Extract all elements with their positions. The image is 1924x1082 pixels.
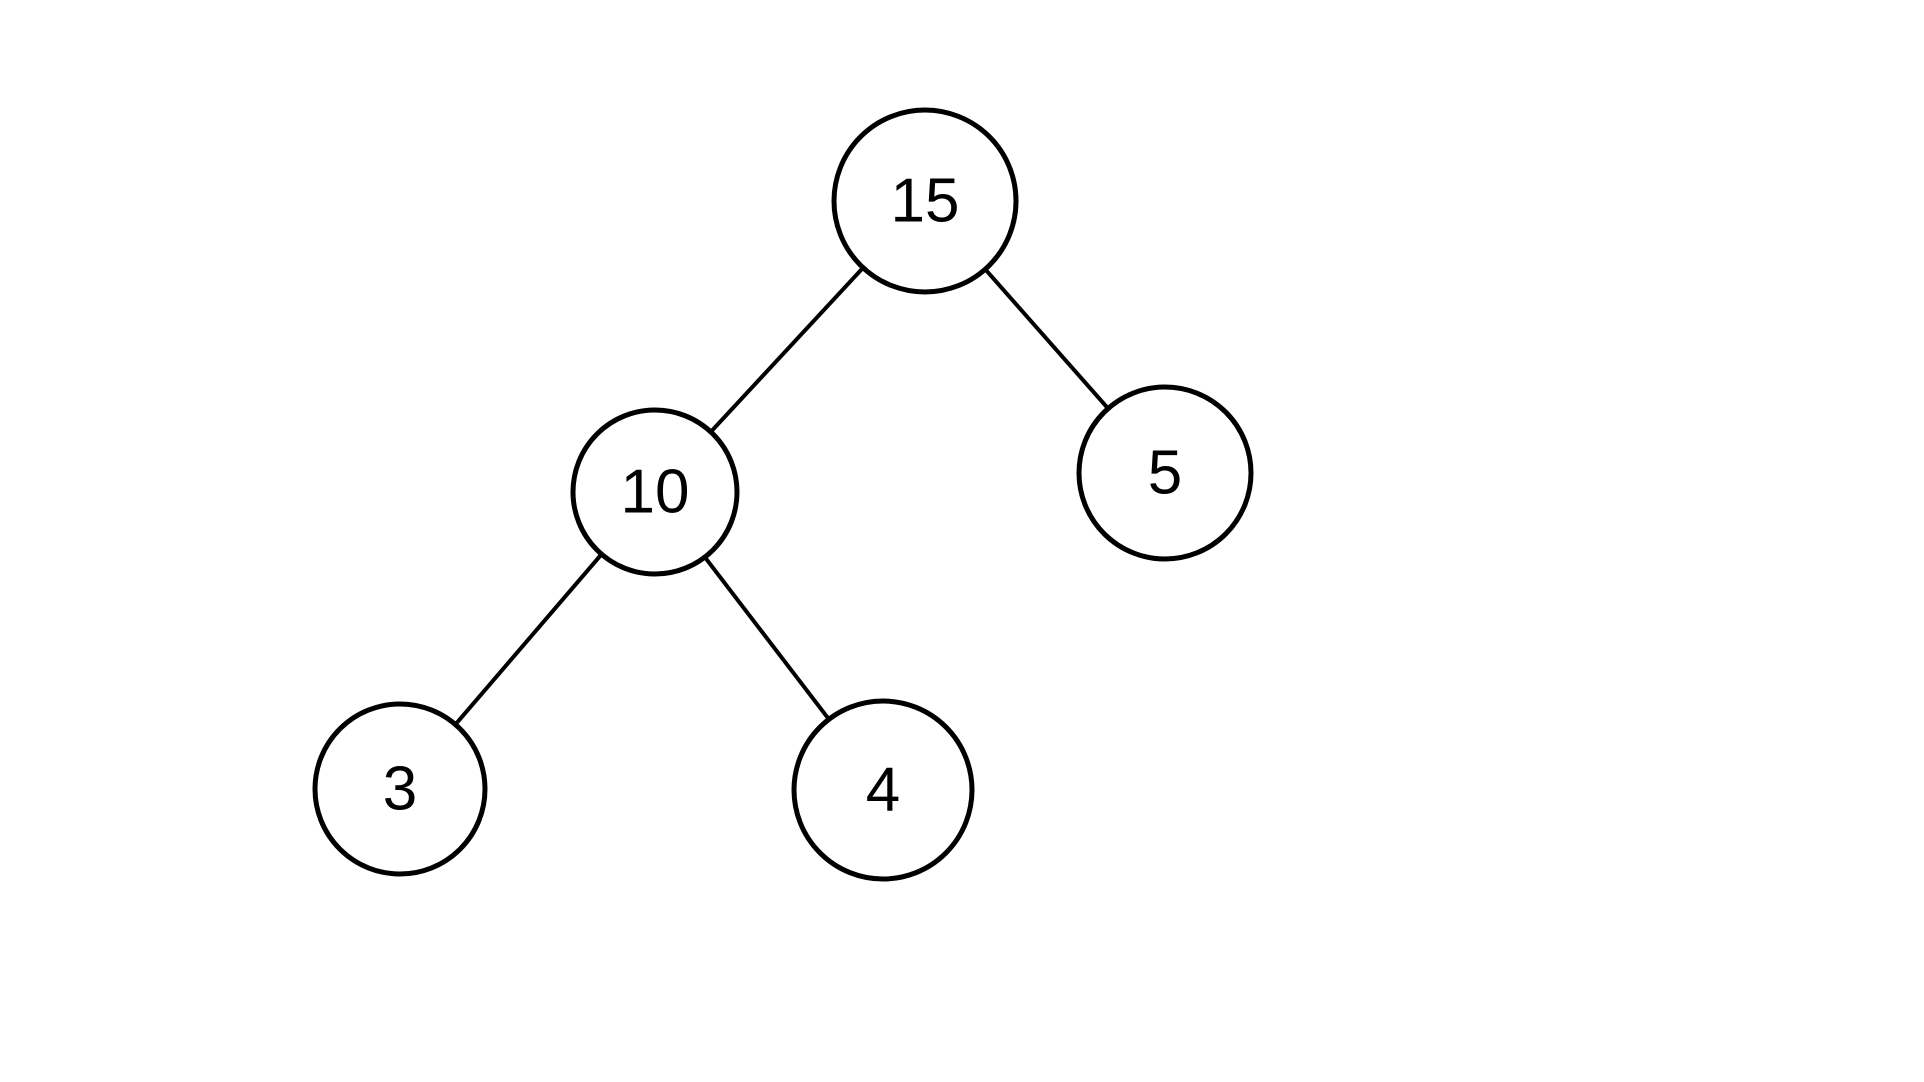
tree-node-5: 5 [1076,384,1254,562]
node-label: 4 [866,756,900,825]
tree-node-4: 4 [791,698,975,882]
node-label: 15 [891,167,960,236]
node-circle [791,698,975,882]
tree-node-3: 3 [312,701,488,877]
node-label: 5 [1148,439,1182,508]
node-label: 10 [621,458,690,527]
node-circle [831,107,1019,295]
node-label: 3 [383,755,417,824]
tree-node-15: 15 [831,107,1019,295]
node-circle [1076,384,1254,562]
node-circle [312,701,488,877]
node-circle [570,407,740,577]
tree-node-10: 10 [570,407,740,577]
